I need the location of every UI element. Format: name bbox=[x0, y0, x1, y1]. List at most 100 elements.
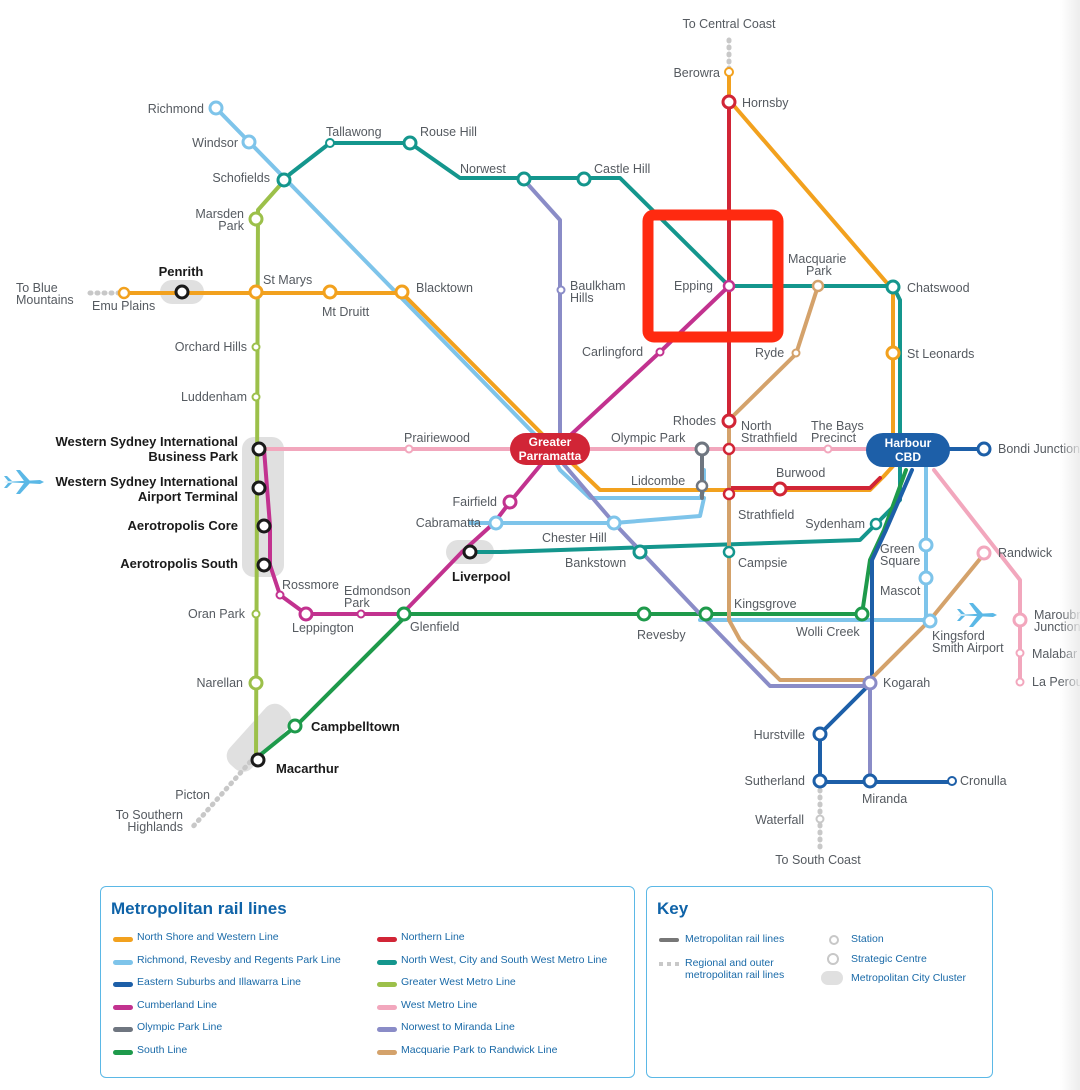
station-rouse-hill[interactable] bbox=[402, 135, 418, 151]
station-baulkham-hills[interactable] bbox=[556, 285, 566, 295]
station-sutherland[interactable] bbox=[812, 773, 828, 789]
station-macquarie-park[interactable] bbox=[811, 279, 825, 293]
label-baulkham-2: Hills bbox=[570, 291, 594, 305]
greater-parramatta-badge[interactable] bbox=[510, 433, 590, 465]
label-waterfall: Waterfall bbox=[755, 813, 804, 827]
legend-rail-lines: Metropolitan rail lines North Shore and … bbox=[100, 886, 635, 1078]
station-epping[interactable] bbox=[722, 279, 736, 293]
station-blacktown[interactable] bbox=[394, 284, 410, 300]
station-ryde[interactable] bbox=[791, 348, 801, 358]
station-chatswood[interactable] bbox=[885, 279, 901, 295]
station-macarthur[interactable] bbox=[250, 752, 266, 768]
label-aero-core: Aerotropolis Core bbox=[127, 518, 238, 533]
station-bondi-junction[interactable] bbox=[976, 441, 992, 457]
station-the-bays[interactable] bbox=[823, 444, 833, 454]
station-windsor[interactable] bbox=[241, 134, 257, 150]
label-macquarie-1: Macquarie bbox=[788, 252, 846, 266]
station-liverpool[interactable] bbox=[462, 544, 478, 560]
label-edmondson-2: Park bbox=[344, 596, 370, 610]
station-mt-druitt[interactable] bbox=[322, 284, 338, 300]
station-emu-plains[interactable] bbox=[117, 286, 131, 300]
station-rossmore[interactable] bbox=[275, 590, 285, 600]
station-cabramatta[interactable] bbox=[488, 515, 504, 531]
station-castle-hill[interactable] bbox=[576, 171, 592, 187]
station-st-leonards[interactable] bbox=[885, 345, 901, 361]
station-burwood[interactable] bbox=[772, 481, 788, 497]
station-wolli-creek[interactable] bbox=[854, 606, 870, 622]
aerotropolis-cluster bbox=[242, 437, 284, 577]
label-berowra: Berowra bbox=[673, 66, 720, 80]
station-berowra[interactable] bbox=[724, 67, 734, 77]
label-strathfield: Strathfield bbox=[738, 508, 794, 522]
station-aerotropolis-south[interactable] bbox=[256, 557, 272, 573]
station-green-square[interactable] bbox=[918, 537, 934, 553]
station-luddenham[interactable] bbox=[251, 392, 261, 402]
station-kingsgrove[interactable] bbox=[698, 606, 714, 622]
station-mascot[interactable] bbox=[918, 570, 934, 586]
station-hurstville[interactable] bbox=[812, 726, 828, 742]
label-revesby: Revesby bbox=[637, 628, 686, 642]
station-hornsby[interactable] bbox=[721, 94, 737, 110]
label-miranda: Miranda bbox=[862, 792, 907, 806]
station-carlingford[interactable] bbox=[655, 347, 665, 357]
station-norwest[interactable] bbox=[516, 171, 532, 187]
legend-item-label: North Shore and Western Line bbox=[137, 931, 279, 943]
station-richmond[interactable] bbox=[208, 100, 224, 116]
label-edmondson-1: Edmondson bbox=[344, 584, 411, 598]
station-randwick[interactable] bbox=[976, 545, 992, 561]
station-cronulla[interactable] bbox=[947, 776, 957, 786]
station-wsi-business-park[interactable] bbox=[251, 441, 267, 457]
station-waterfall[interactable] bbox=[815, 814, 825, 824]
station-north-strathfield[interactable] bbox=[722, 442, 736, 456]
legend-item-label: Greater West Metro Line bbox=[401, 976, 516, 989]
station-wsi-airport[interactable] bbox=[251, 480, 267, 496]
station-bankstown[interactable] bbox=[632, 544, 648, 560]
station-orchard-hills[interactable] bbox=[251, 342, 261, 352]
station-lidcombe[interactable] bbox=[695, 479, 709, 493]
station-malabar[interactable] bbox=[1015, 648, 1025, 658]
station-schofields[interactable] bbox=[276, 172, 292, 188]
station-olympic-park[interactable] bbox=[694, 441, 710, 457]
macarthur-cluster bbox=[226, 703, 292, 772]
station-st-marys[interactable] bbox=[248, 284, 264, 300]
label-green-sq-2: Square bbox=[880, 554, 920, 568]
station-leppington[interactable] bbox=[298, 606, 314, 622]
station-prairiewood[interactable] bbox=[404, 444, 414, 454]
station-campsie[interactable] bbox=[722, 545, 736, 559]
label-bays-1: The Bays bbox=[811, 419, 864, 433]
station-edmondson-park[interactable] bbox=[356, 609, 366, 619]
station-miranda[interactable] bbox=[862, 773, 878, 789]
station-revesby[interactable] bbox=[636, 606, 652, 622]
label-sydenham: Sydenham bbox=[805, 517, 865, 531]
label-chester-hill: Chester Hill bbox=[542, 531, 607, 545]
label-ryde: Ryde bbox=[755, 346, 784, 360]
station-oran-park[interactable] bbox=[251, 609, 261, 619]
label-bondi-junction: Bondi Junction bbox=[998, 442, 1080, 456]
key-regional-1: Regional and outer bbox=[685, 957, 774, 969]
station-fairfield[interactable] bbox=[502, 494, 518, 510]
station-narellan[interactable] bbox=[248, 675, 264, 691]
station-penrith[interactable] bbox=[174, 284, 190, 300]
harbour-cbd-badge[interactable] bbox=[866, 433, 950, 467]
station-kingsford-smith[interactable] bbox=[922, 613, 938, 629]
label-chatswood: Chatswood bbox=[907, 281, 970, 295]
station-marsden-park[interactable] bbox=[248, 211, 264, 227]
station-rhodes[interactable] bbox=[721, 413, 737, 429]
station-la-perouse[interactable] bbox=[1015, 677, 1025, 687]
legend-swatch bbox=[113, 1050, 133, 1055]
station-glenfield[interactable] bbox=[396, 606, 412, 622]
epping-highlight-box bbox=[642, 209, 784, 343]
station-aerotropolis-core[interactable] bbox=[256, 518, 272, 534]
station-chester-hill[interactable] bbox=[606, 515, 622, 531]
key-regional-swatch bbox=[659, 962, 681, 966]
label-carlingford: Carlingford bbox=[582, 345, 643, 359]
station-maroubra[interactable] bbox=[1012, 612, 1028, 628]
station-tallawong[interactable] bbox=[325, 138, 335, 148]
station-campbelltown[interactable] bbox=[287, 718, 303, 734]
station-sydenham[interactable] bbox=[869, 517, 883, 531]
station-kogarah[interactable] bbox=[862, 675, 878, 691]
label-orchard-hills: Orchard Hills bbox=[175, 340, 247, 354]
legend-item-label: Northern Line bbox=[401, 931, 465, 943]
legend-swatch bbox=[377, 1027, 397, 1033]
station-strathfield[interactable] bbox=[722, 487, 736, 501]
